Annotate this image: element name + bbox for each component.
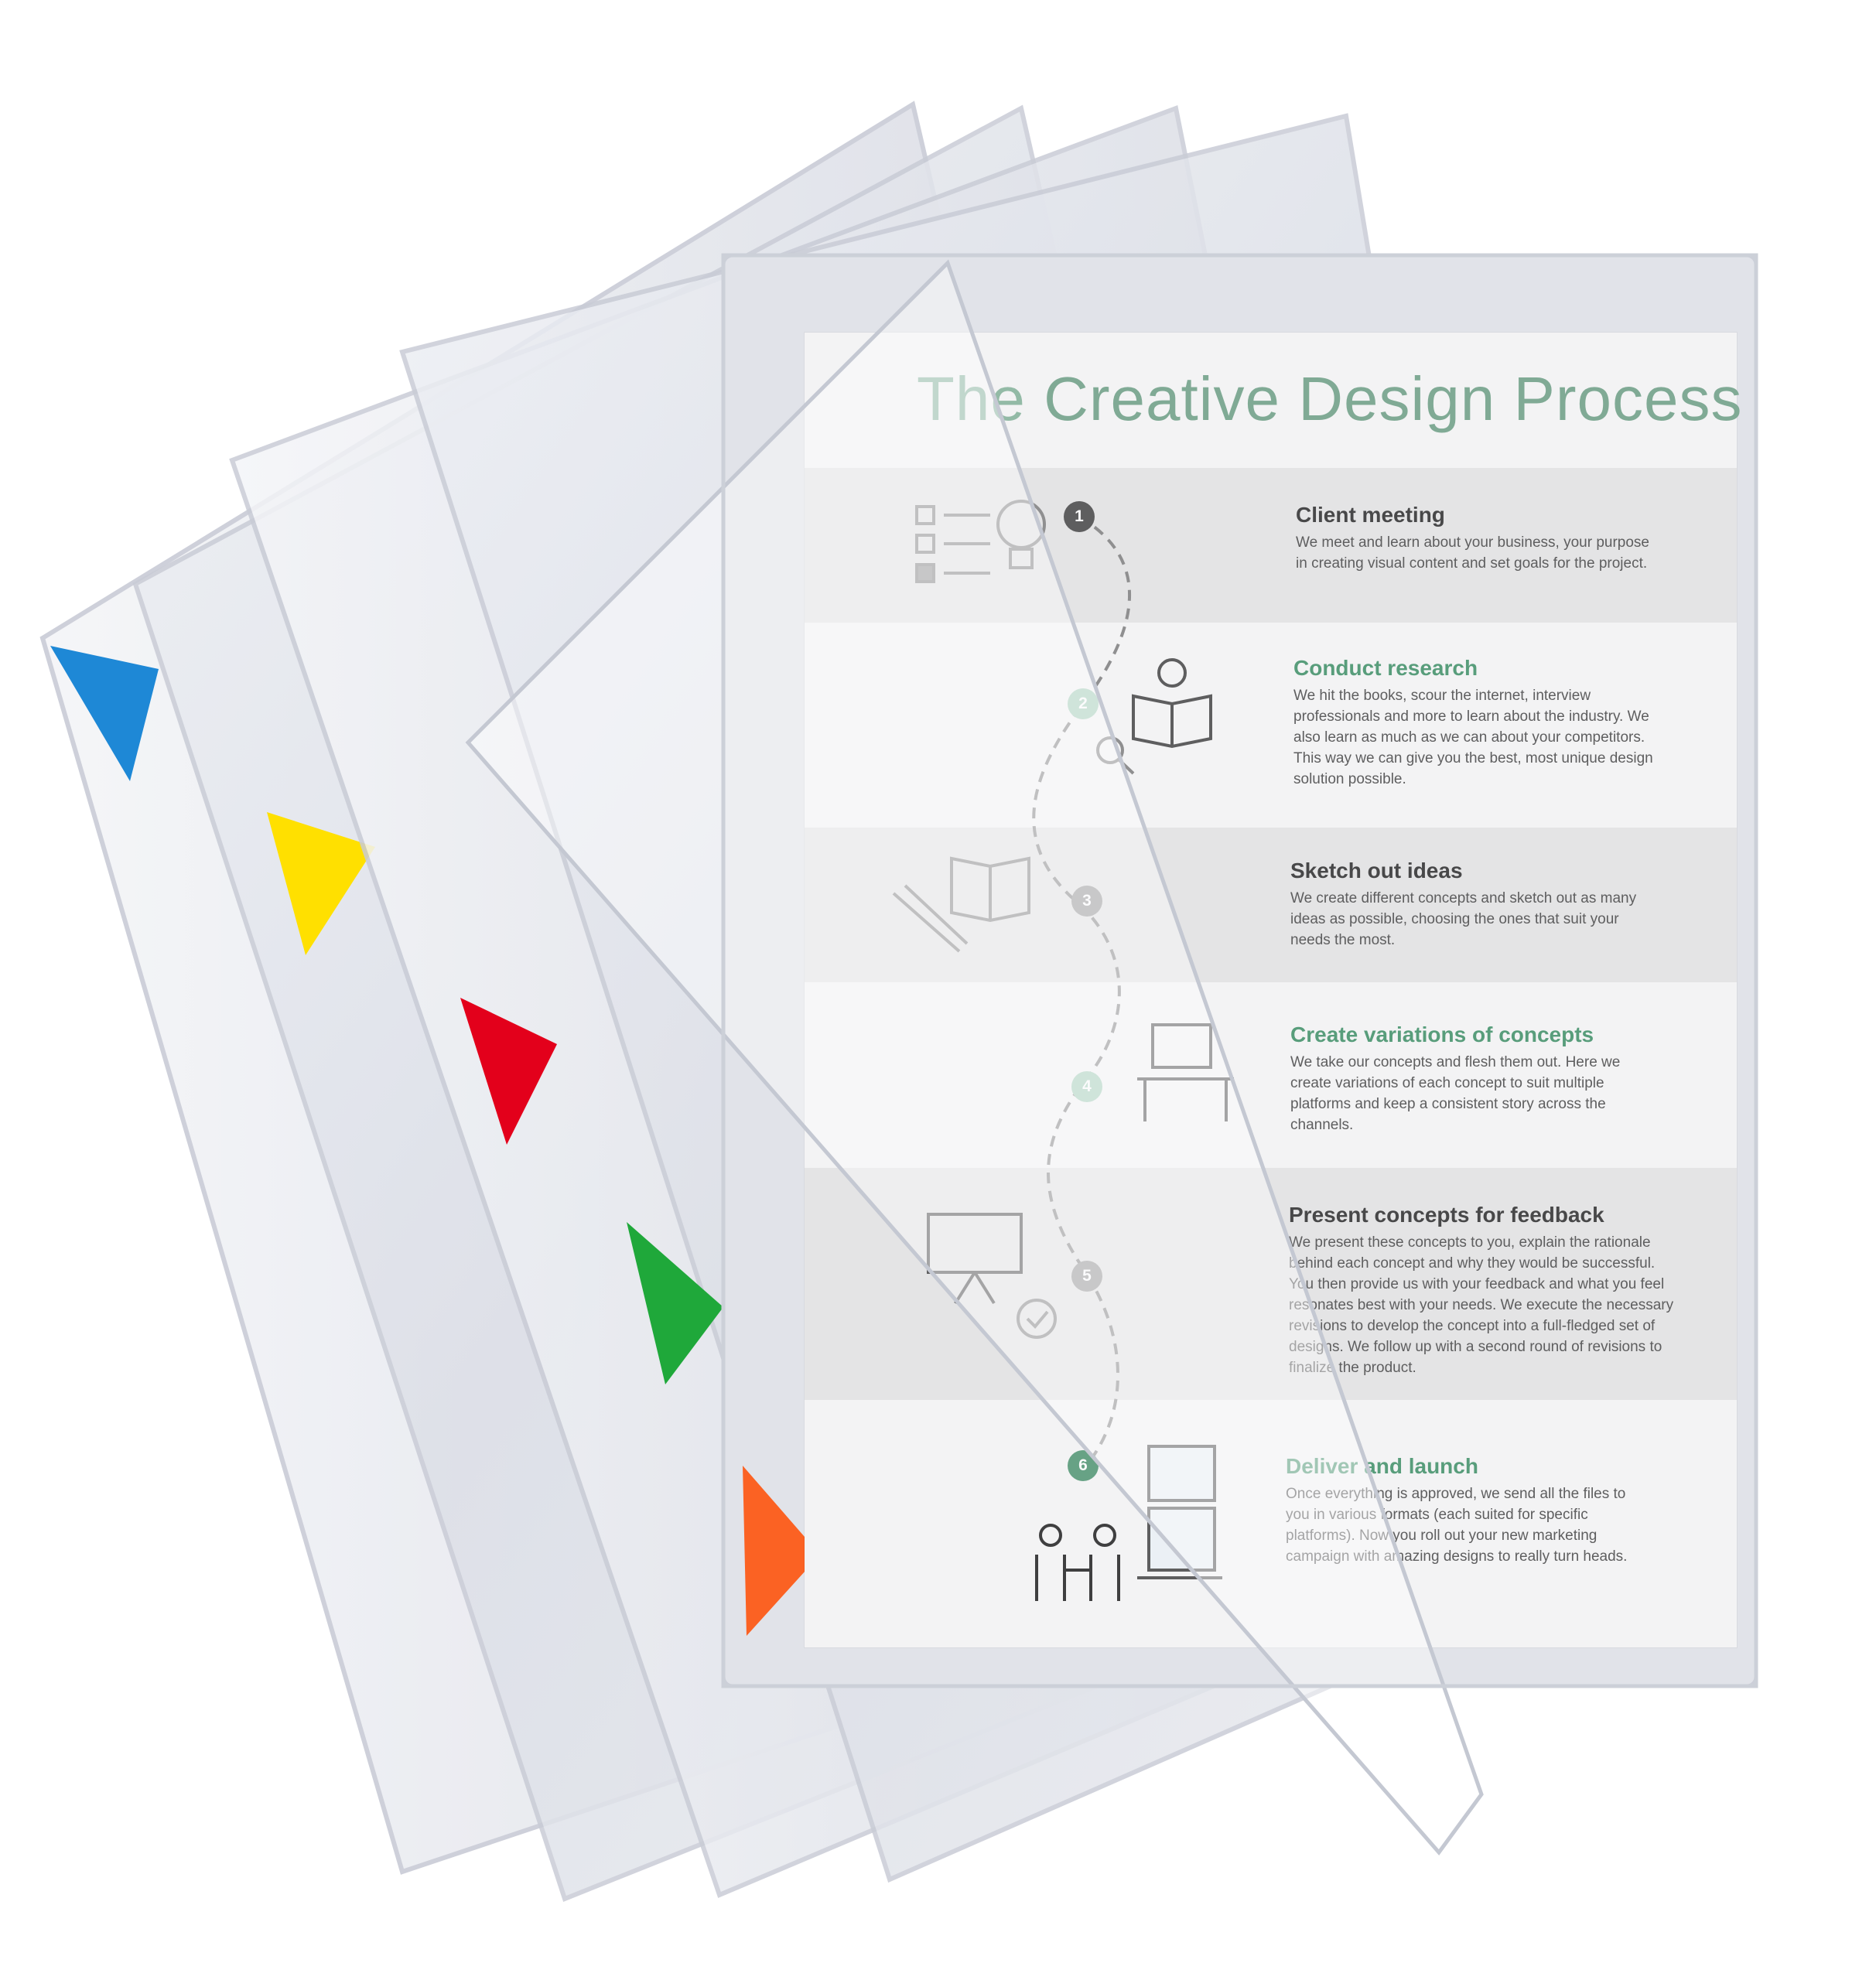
step-title-5: Present concepts for feedback (1289, 1203, 1604, 1227)
tab-blue-icon (50, 646, 159, 781)
step-title-6: Deliver and launch (1286, 1454, 1478, 1478)
step-desc-5: We present these concepts to you, explai… (1289, 1234, 1674, 1376)
checkmark-circle-icon (1017, 1299, 1057, 1339)
step-title-4: Create variations of concepts (1290, 1022, 1594, 1046)
step-number-6: 6 (1068, 1450, 1099, 1481)
magnifier-icon (1096, 736, 1135, 775)
step-desc-2: We hit the books, scour the internet, in… (1293, 688, 1653, 787)
picture-scroll-icon (1137, 1507, 1222, 1579)
checklist-icon (915, 505, 990, 583)
step-desc-6: Once everything is approved, we send all… (1286, 1486, 1628, 1565)
picture-frame-icon (1147, 1445, 1216, 1502)
reading-person-icon (1132, 658, 1212, 749)
step-number-1: 1 (1064, 501, 1095, 532)
sketchbook-icon (950, 856, 1030, 923)
monitor-desk-icon (1137, 1023, 1234, 1121)
step-desc-3: We create different concepts and sketch … (1290, 890, 1637, 948)
handshake-people-icon (1035, 1524, 1120, 1601)
lightbulb-icon (996, 500, 1046, 569)
step-title-1: Client meeting (1296, 503, 1445, 527)
step-number-4: 4 (1071, 1071, 1102, 1102)
pencil-icon (892, 884, 969, 953)
tab-yellow-icon (267, 812, 375, 955)
process-path (892, 500, 1234, 1601)
design-process-poster: The Creative Design Process (805, 333, 1741, 1647)
step-number-3: 3 (1071, 886, 1102, 917)
step-title-2: Conduct research (1293, 656, 1478, 680)
presentation-easel-icon (927, 1213, 1023, 1305)
step-number-2: 2 (1068, 688, 1099, 719)
step-title-3: Sketch out ideas (1290, 859, 1463, 882)
step-number-5: 5 (1071, 1261, 1102, 1292)
step-desc-4: We take our concepts and flesh them out.… (1290, 1054, 1621, 1133)
step-desc-1: We meet and learn about your business, y… (1296, 534, 1649, 572)
